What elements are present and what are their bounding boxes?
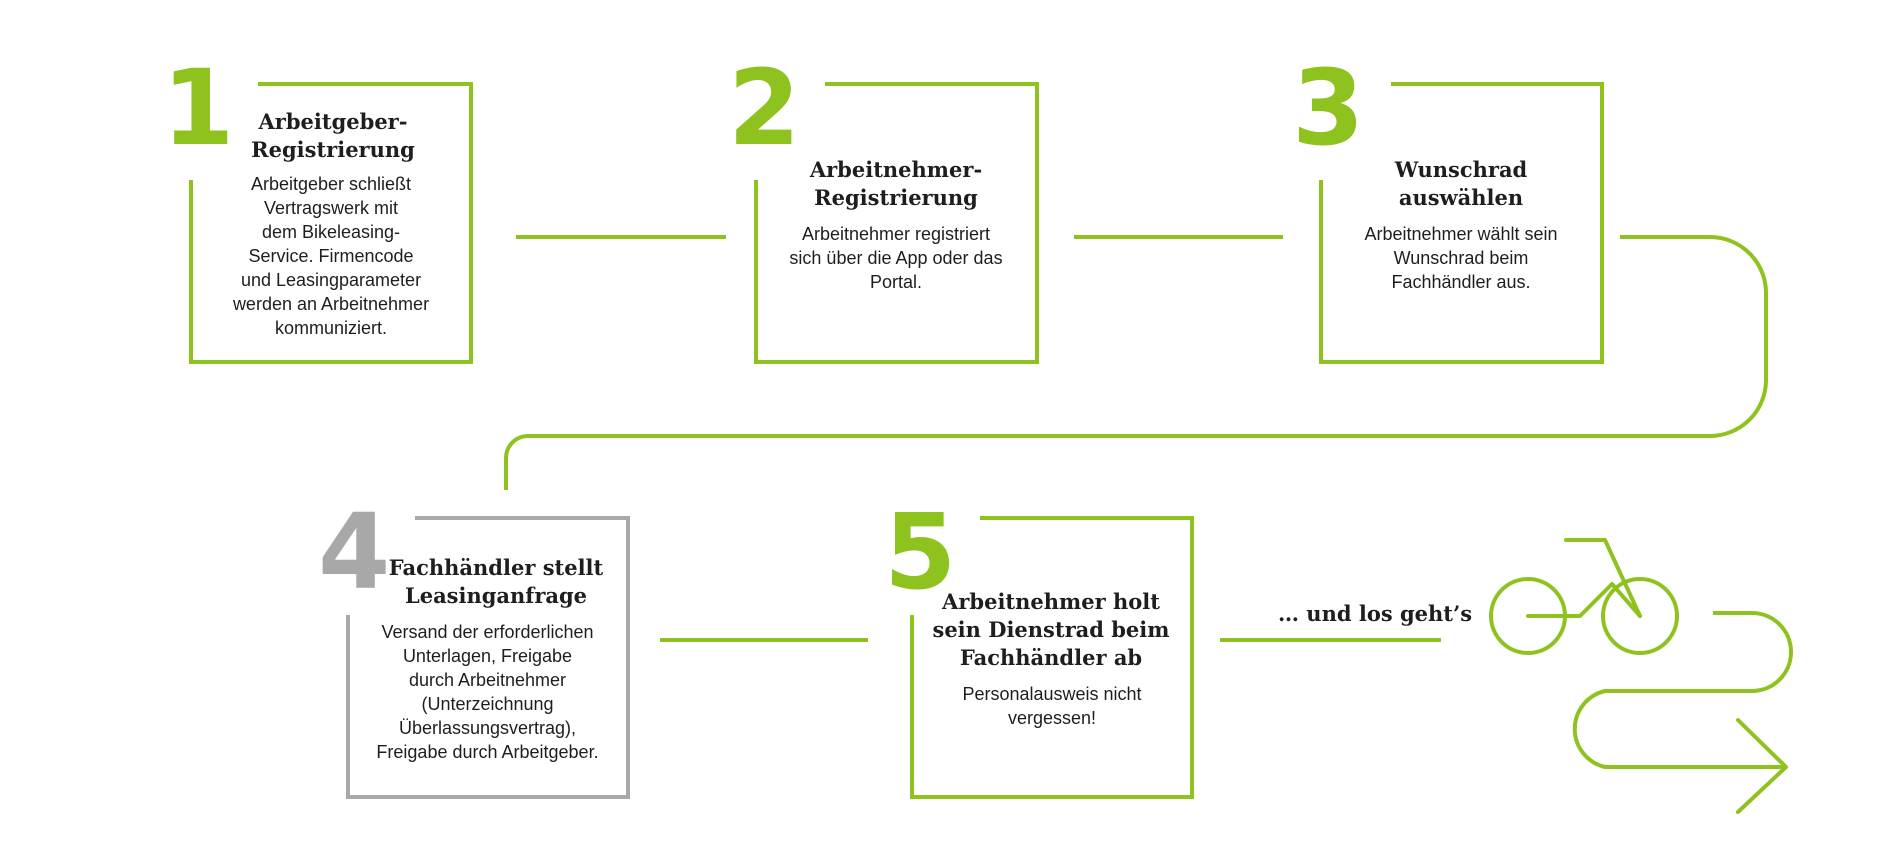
step-3-frame — [1319, 82, 1604, 364]
step-2-frame — [754, 82, 1039, 364]
connector-3-4 — [504, 235, 1768, 490]
step-3-number: 3 — [1292, 47, 1365, 169]
step-5-title: Arbeitnehmer holt sein Dienstrad beim Fa… — [932, 589, 1170, 670]
step-1-number: 1 — [162, 47, 235, 169]
step-5-frame — [910, 516, 1194, 799]
step-4-frame — [346, 516, 630, 799]
step-4-number: 4 — [318, 491, 391, 613]
bicycle-icon — [1489, 538, 1679, 655]
step-2-number: 2 — [728, 47, 801, 169]
step-1-description: Arbeitgeber schließt Vertragswerk mit de… — [232, 174, 430, 338]
step-5-number: 5 — [884, 491, 957, 613]
step-1-title: Arbeitgeber- Registrierung — [251, 109, 415, 162]
step-4-description: Versand der erforderlichen Unterlagen, F… — [376, 622, 599, 762]
step-5-description: Personalausweis nicht vergessen! — [962, 684, 1142, 728]
step-3-title: Wunschrad auswählen — [1394, 157, 1528, 210]
step-1-frame — [189, 82, 473, 364]
finish-path — [1572, 611, 1793, 769]
step-2-description: Arbeitnehmer registriert sich über die A… — [789, 224, 1003, 292]
step-3-description: Arbeitnehmer wählt sein Wunschrad beim F… — [1364, 224, 1558, 292]
step-4-title: Fachhändler stellt Leasinganfrage — [388, 555, 604, 608]
step-2-title: Arbeitnehmer- Registrierung — [809, 157, 983, 210]
tagline: … und los geht’s — [1278, 601, 1473, 626]
arrow-right-icon — [1736, 718, 1788, 814]
